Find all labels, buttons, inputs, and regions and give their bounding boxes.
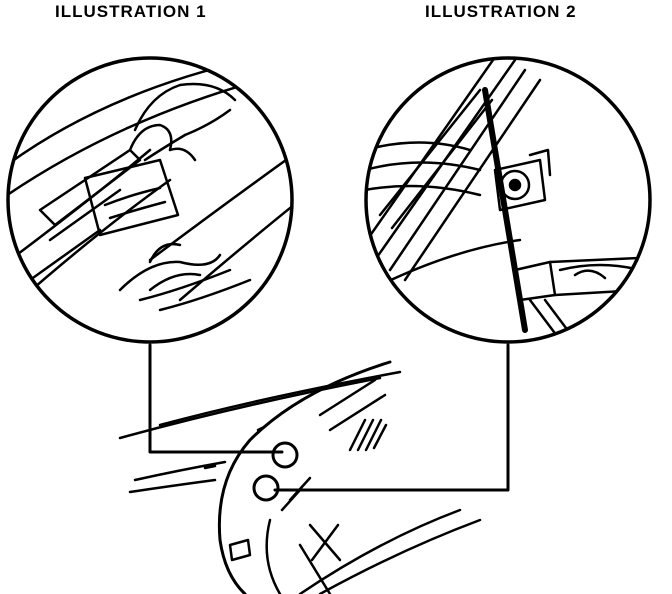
leader-line-1 bbox=[148, 343, 284, 454]
illustration-1-detail bbox=[6, 56, 294, 344]
leader-lines bbox=[148, 343, 510, 492]
illustration-2-detail bbox=[364, 56, 652, 344]
car-hood-view bbox=[118, 360, 482, 594]
leader-line-2 bbox=[273, 343, 510, 492]
illustration-1-label: ILLUSTRATION 1 bbox=[55, 2, 207, 21]
illustration-2-label: ILLUSTRATION 2 bbox=[425, 2, 577, 21]
